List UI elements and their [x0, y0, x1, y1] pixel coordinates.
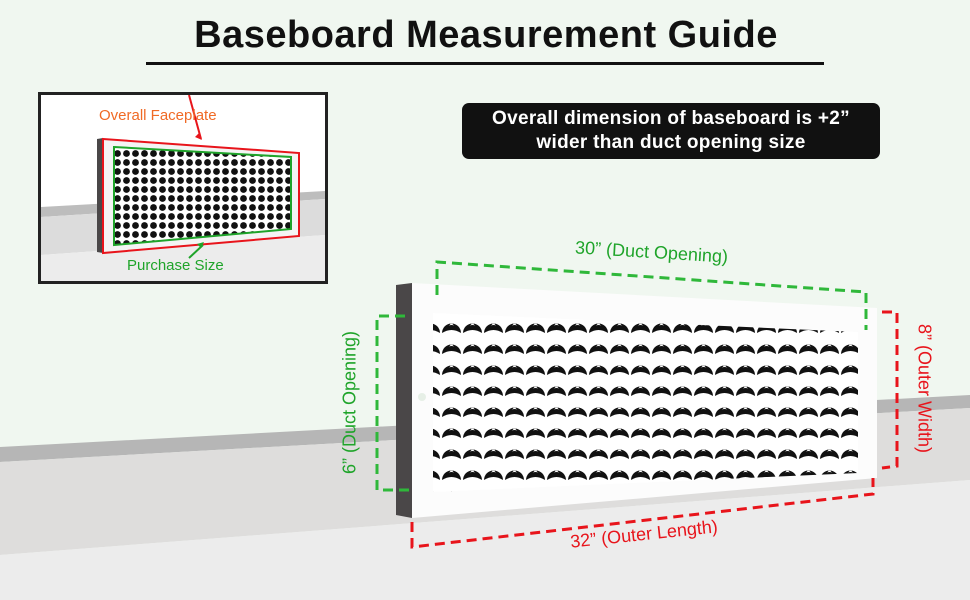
- dimension-note: Overall dimension of baseboard is +2” wi…: [462, 103, 880, 159]
- inset-scene: [41, 95, 325, 281]
- inset-diagram: Overall Faceplate Purchase Size: [38, 92, 328, 284]
- note-line-2: wider than duct opening size: [536, 132, 806, 153]
- note-line-1: Overall dimension of baseboard is +2”: [492, 108, 850, 129]
- outer-width-label: 8” (Outer Width): [914, 323, 935, 454]
- grille-side: [396, 283, 412, 518]
- overall-faceplate-label: Overall Faceplate: [99, 107, 217, 124]
- grille-perforation: [433, 313, 858, 492]
- title-underline: [146, 62, 824, 65]
- purchase-size-label: Purchase Size: [127, 257, 224, 274]
- duct-height-label: 6” (Duct Opening): [339, 330, 360, 475]
- screw-icon: [418, 393, 426, 401]
- outer-outline: [410, 310, 899, 549]
- page-title: Baseboard Measurement Guide: [194, 14, 778, 56]
- duct-opening-outline: [375, 260, 868, 492]
